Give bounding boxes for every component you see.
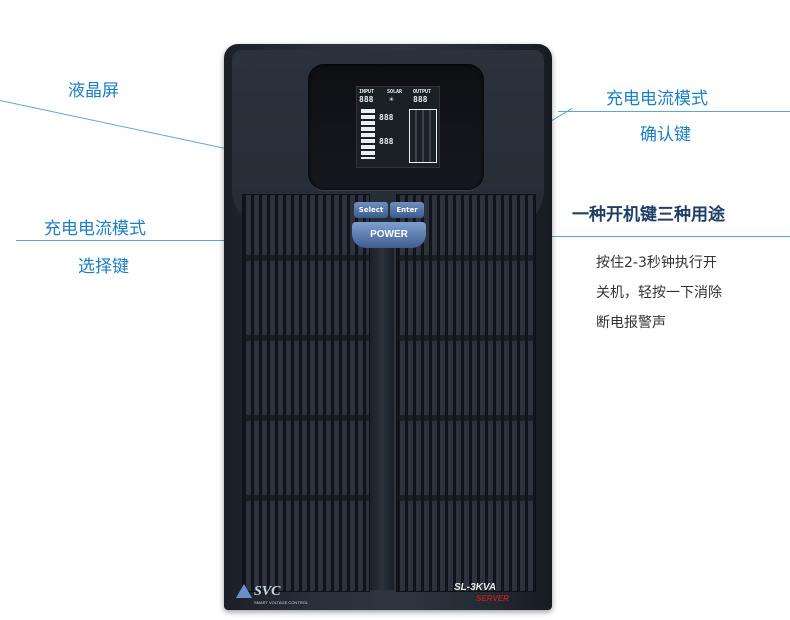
lcd-output-label: OUTPUT xyxy=(413,89,432,95)
control-buttons: Select Enter POWER xyxy=(352,202,426,258)
lcd-input-digits: 888 xyxy=(359,95,374,104)
ups-device: INPUT SOLAR OUTPUT 888 ☀ 888 888 888 Sel… xyxy=(224,44,552,610)
model-label: SL-3KVA xyxy=(454,582,497,593)
power-desc-line-2: 关机，轻按一下消除 xyxy=(596,285,722,301)
enter-button[interactable]: Enter xyxy=(390,202,424,218)
grille-band xyxy=(397,255,535,261)
enter-callout-line xyxy=(558,111,790,112)
power-button[interactable]: POWER xyxy=(352,222,426,248)
brand-tagline: SMART VOLTAGE CONTROL xyxy=(254,600,308,605)
lcd-bar-meter-left xyxy=(361,109,375,159)
select-callout-title: 充电电流模式 xyxy=(44,219,146,239)
grille-band xyxy=(243,415,369,421)
select-callout-subtitle: 选择键 xyxy=(78,257,129,277)
brand-name: SVC xyxy=(254,584,281,599)
sun-icon: ☀ xyxy=(389,95,394,104)
power-desc-line-3: 断电报警声 xyxy=(596,315,666,331)
power-desc-line-1: 按住2-3秒钟执行开 xyxy=(596,255,717,271)
select-button[interactable]: Select xyxy=(354,202,388,218)
power-callout-title: 一种开机键三种用途 xyxy=(572,205,725,225)
enter-callout-title: 充电电流模式 xyxy=(606,89,708,109)
series-label: SERVER xyxy=(476,594,509,603)
grille-band xyxy=(397,415,535,421)
lcd-solar-label: SOLAR xyxy=(387,89,403,95)
grille-band xyxy=(243,255,369,261)
grille-band xyxy=(397,495,535,501)
lcd-digits-mid-2: 888 xyxy=(379,137,394,146)
center-divider xyxy=(370,234,394,590)
front-grille-right xyxy=(396,194,536,592)
power-callout-line xyxy=(412,236,790,237)
lcd-callout-label: 液晶屏 xyxy=(68,81,119,101)
lcd-input-label: INPUT xyxy=(359,89,375,95)
brand-logo-icon xyxy=(236,584,252,598)
lcd-digits-mid-1: 888 xyxy=(379,113,394,122)
lcd-output-digits: 888 xyxy=(413,95,428,104)
lcd-bezel: INPUT SOLAR OUTPUT 888 ☀ 888 888 888 xyxy=(308,64,484,190)
enter-callout-subtitle: 确认键 xyxy=(640,125,691,145)
grille-band xyxy=(243,495,369,501)
grille-band xyxy=(243,335,369,341)
front-grille-left xyxy=(242,194,370,592)
grille-band xyxy=(397,335,535,341)
power-callout-desc: 按住2-3秒钟执行开 关机，轻按一下消除 断电报警声 xyxy=(596,248,722,338)
lcd-screen: INPUT SOLAR OUTPUT 888 ☀ 888 888 888 xyxy=(356,86,440,168)
lcd-icon-grid xyxy=(409,109,437,163)
select-callout-line xyxy=(16,240,246,241)
